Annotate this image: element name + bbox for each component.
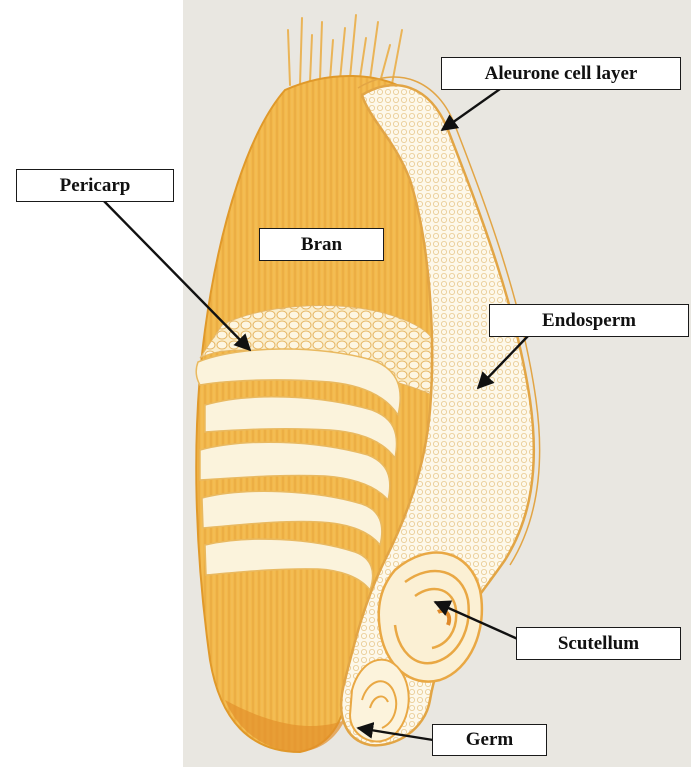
endosperm-label: Endosperm [489, 304, 689, 337]
scutellum-label: Scutellum [516, 627, 681, 660]
pericarp-label: Pericarp [16, 169, 174, 202]
aleurone-label: Aleurone cell layer [441, 57, 681, 90]
germ-label: Germ [432, 724, 547, 756]
bran-label: Bran [259, 228, 384, 261]
